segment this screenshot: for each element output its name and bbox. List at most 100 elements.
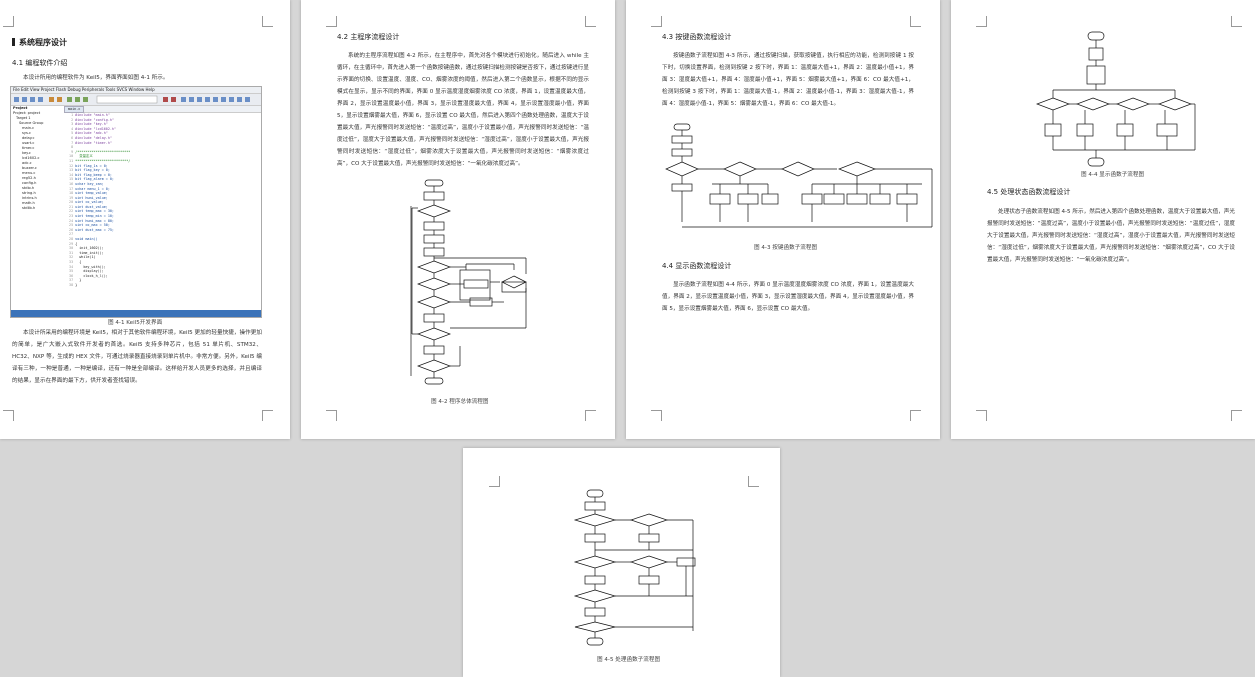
intro-text: 本设计所用的编程软件为 Keil5，界面界面如图 4-1 所示。 [23, 75, 169, 81]
code-line[interactable]: 变量定义 [75, 154, 93, 159]
project-tree-item[interactable]: delay.c [22, 136, 35, 140]
body-paragraph: 显示函数子流程如图 4-4 所示，界面 0 显示温度湿度烟雾浓度 CO 浓度，界… [662, 282, 914, 312]
crop-mark [326, 16, 337, 27]
project-tree-item[interactable]: timer.c [22, 146, 35, 150]
line-number: 3 [67, 122, 76, 127]
code-line[interactable]: #include "delay.h" [75, 135, 112, 140]
body-paragraph: 本设计所采用的编程环境是 Keil5，相对于其他软件编程环境，Keil5 更加的… [12, 330, 262, 384]
editor-tab[interactable]: main.c [64, 106, 85, 113]
crop-mark [1231, 410, 1242, 421]
line-number: 14 [67, 172, 76, 177]
line-number: 15 [67, 177, 76, 182]
section-heading: 4.1 编程软件介绍 [12, 59, 68, 67]
project-tree-item[interactable]: main.c [22, 126, 35, 130]
figure-caption: 图 4-5 处理函数子流程图 [597, 657, 661, 663]
code-line[interactable]: { [75, 260, 82, 264]
code-line[interactable]: bit flag_alarm = 0; [75, 177, 114, 182]
code-editor: main.c 1 #include "main.h" 2 #include "c… [64, 106, 261, 309]
line-number: 27 [67, 232, 76, 237]
code-line[interactable]: while(1) [75, 255, 96, 260]
line-number: 4 [67, 126, 76, 131]
line-number: 7 [67, 140, 76, 145]
code-line[interactable]: uchar menu_1 = 0; [75, 186, 110, 191]
main-flowchart [410, 179, 527, 385]
code-line[interactable]: bit flag_key = 0; [75, 168, 110, 173]
line-number: 10 [67, 154, 76, 159]
project-tree-item[interactable]: key.c [22, 151, 31, 155]
heading-bullet [12, 38, 15, 46]
crop-mark [585, 16, 596, 27]
line-number: 33 [67, 260, 76, 264]
project-tree-item[interactable]: buzzer.c [22, 166, 37, 170]
ide-menubar: File Edit View Project Flash Debug Perip… [11, 87, 261, 94]
line-number: 28 [67, 237, 76, 242]
project-tree-item[interactable]: adc.c [22, 161, 32, 165]
code-line[interactable]: #include "adc.h" [75, 131, 108, 136]
project-tree-item[interactable]: intrins.h [22, 196, 37, 200]
code-line[interactable]: **************************/ [75, 158, 131, 163]
body-paragraph: 系统的主程序流程如图 4-2 所示，在主程序中，首先对各个模块进行初始化，随后进… [337, 53, 589, 167]
code-line[interactable]: init_1602(); [75, 246, 104, 251]
line-number: 18 [67, 191, 76, 196]
code-line[interactable]: uint dust_value; [75, 204, 108, 209]
keil-ide-screenshot: File Edit View Project Flash Debug Perip… [10, 86, 262, 318]
code-line[interactable]: display(); [75, 269, 104, 274]
chapter-title: 系统程序设计 [19, 38, 67, 47]
project-tree-item[interactable]: reg52.h [22, 176, 36, 180]
code-line[interactable]: uint co_max = 50; [75, 223, 110, 228]
project-tree-item[interactable]: usart.c [22, 141, 35, 145]
section-heading: 4.5 处理状态函数流程设计 [987, 188, 1071, 196]
line-number: 11 [67, 158, 76, 163]
project-tree-item[interactable]: Target 1 [16, 116, 31, 120]
project-tree-item[interactable]: string.h [22, 191, 36, 195]
figure-caption: 图 4-2 程序总体流程图 [431, 399, 489, 405]
code-line[interactable]: /************************** [75, 149, 131, 154]
code-line[interactable]: #include "lcd1602.h" [75, 126, 116, 131]
line-number: 17 [67, 186, 76, 191]
code-line[interactable]: uint co_value; [75, 200, 104, 205]
code-line[interactable]: #include "main.h" [75, 113, 110, 117]
process-flowchart [573, 489, 696, 646]
code-line[interactable]: clock_h_l(); [75, 273, 108, 278]
project-tree-item[interactable]: config.h [22, 181, 37, 185]
code-line[interactable]: #include "config.h" [75, 117, 114, 122]
line-number: 25 [67, 223, 76, 228]
code-line[interactable]: uint temp_max = 30; [75, 209, 114, 214]
code-line[interactable]: { [75, 241, 78, 246]
line-number: 2 [67, 117, 76, 122]
crop-mark [910, 16, 921, 27]
project-tree-item[interactable]: lcd1602.c [22, 156, 40, 160]
project-tree-item[interactable]: Project: project [13, 111, 41, 115]
code-line[interactable]: } [75, 282, 78, 287]
code-line[interactable]: bit flag_1s = 0; [75, 163, 108, 168]
code-line[interactable]: key_with(); [75, 264, 106, 269]
code-line[interactable]: time_init(); [75, 250, 104, 255]
project-tree-item[interactable]: math.h [22, 201, 35, 205]
line-number: 30 [67, 246, 76, 251]
code-line[interactable]: #include "key.h" [75, 122, 108, 127]
project-tree-item[interactable]: menu.c [22, 171, 36, 175]
code-line[interactable]: uint humi_max = 80; [75, 218, 114, 223]
project-tree-item[interactable]: stdio.h [22, 186, 35, 190]
project-tree-item[interactable]: stdlib.h [22, 206, 36, 210]
crop-mark [262, 410, 273, 421]
line-number: 36 [67, 273, 76, 278]
code-line[interactable]: uint humi_value; [75, 195, 108, 200]
code-line[interactable]: #include "timer.h" [75, 140, 112, 145]
project-tree-item[interactable]: sys.c [22, 131, 31, 135]
line-number: 21 [67, 204, 76, 209]
line-number: 29 [67, 241, 76, 246]
line-number: 37 [67, 278, 76, 283]
line-number: 16 [67, 181, 76, 186]
code-line[interactable]: bit flag_beep = 0; [75, 172, 112, 177]
code-line[interactable]: uint temp_value; [75, 191, 108, 196]
project-tree-item[interactable]: Source Group [19, 121, 44, 125]
code-line[interactable]: void main() [75, 237, 98, 242]
code-line[interactable]: uchar key_can; [75, 181, 104, 186]
code-line[interactable]: uint dust_max = 75; [75, 227, 114, 232]
code-line[interactable]: } [75, 278, 82, 283]
document-page-2: 4.2 主程序流程设计 系统的主程序流程如图 4-2 所示，在主程序中，首先对各… [301, 0, 615, 439]
line-number: 1 [67, 113, 76, 117]
crop-mark [651, 16, 662, 27]
code-line[interactable]: uint temp_min = 10; [75, 214, 114, 219]
